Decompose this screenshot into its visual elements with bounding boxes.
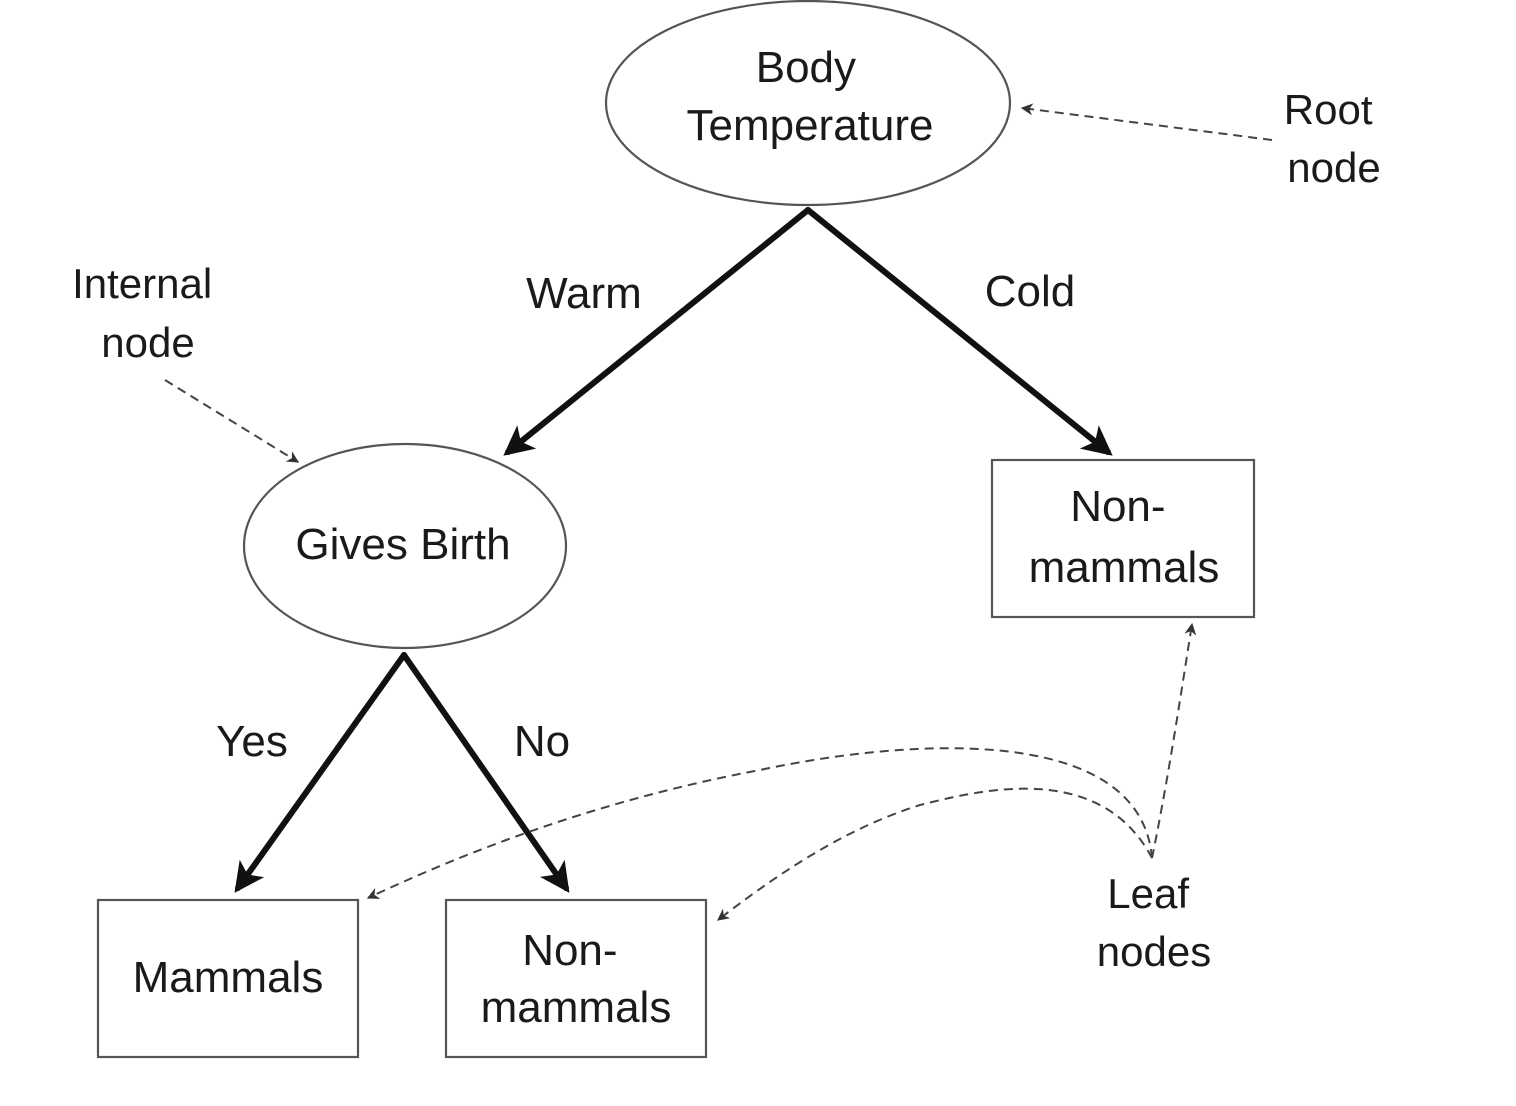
internal-node-label: Gives Birth xyxy=(295,520,510,569)
annotation-root: Root node xyxy=(1284,86,1384,191)
pointer-leaf-no xyxy=(717,787,1153,921)
edge-warm xyxy=(503,207,811,456)
root-node-ellipse xyxy=(604,0,1012,207)
root-node: Body Temperature xyxy=(604,0,1012,207)
edge-labels: Warm Cold Yes No xyxy=(216,267,1075,766)
leaf-node-yes-box xyxy=(96,898,360,1059)
leaf-node-no-box xyxy=(444,898,708,1059)
leaf-node-cold-label: Non- mammals xyxy=(1029,482,1220,592)
edge-label-warm: Warm xyxy=(526,269,642,318)
leaf-node-yes-label: Mammals xyxy=(133,953,324,1002)
annotation-pointers xyxy=(164,103,1273,921)
tree-edges xyxy=(234,207,1113,893)
edge-yes xyxy=(234,652,407,893)
leaf-node-cold-box xyxy=(990,458,1256,619)
internal-node: Gives Birth xyxy=(242,442,568,650)
edge-label-no: No xyxy=(514,717,570,766)
edge-label-cold: Cold xyxy=(985,267,1076,316)
leaf-node-no-label: Non- mammals xyxy=(481,926,672,1032)
pointer-root xyxy=(1020,103,1273,141)
edge-label-yes: Yes xyxy=(216,717,288,766)
leaf-node-no: Non- mammals xyxy=(444,898,708,1059)
annotation-leaf: Leaf nodes xyxy=(1097,870,1211,975)
pointer-leaf-cold xyxy=(1151,622,1197,859)
root-node-label: Body Temperature xyxy=(686,43,933,150)
pointer-internal xyxy=(164,379,300,463)
edge-no xyxy=(401,652,570,893)
edge-cold xyxy=(805,207,1113,456)
pointer-leaf-yes xyxy=(366,747,1153,899)
annotation-internal: Internal node xyxy=(72,260,224,366)
leaf-node-cold: Non- mammals xyxy=(990,458,1256,619)
leaf-node-yes: Mammals xyxy=(96,898,360,1059)
internal-node-ellipse xyxy=(242,442,568,650)
annotation-labels: Root node Internal node Leaf nodes xyxy=(72,86,1384,975)
